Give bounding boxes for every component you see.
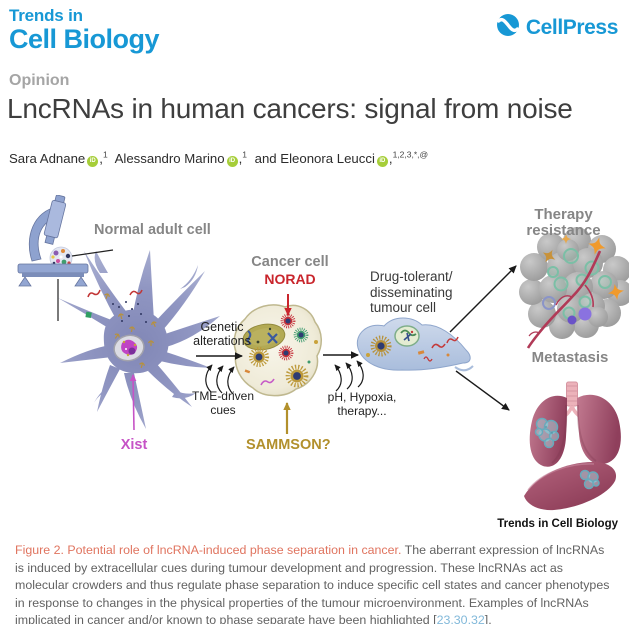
xist-arrow <box>129 374 137 431</box>
figure-illustration <box>17 195 629 511</box>
figure-caption: Figure 2. Potential role of lncRNA-induc… <box>15 542 615 624</box>
label-norad: NORAD <box>264 271 316 287</box>
author: and Eleonora Leucci,1,2,3,*,@ <box>255 150 429 167</box>
label-tme-driven-cues: TME-driven cues <box>191 389 254 417</box>
caption-citation-links[interactable]: 23,30,32 <box>436 613 485 624</box>
figure-2: Normal adult cell Cancer cell NORAD Gene… <box>0 195 629 541</box>
figure-credit: Trends in Cell Biology <box>497 518 618 530</box>
author-affiliation: 1,2,3,*,@ <box>392 150 429 160</box>
article-category: Opinion <box>9 72 70 89</box>
journal-name-line2: Cell Biology <box>9 23 160 54</box>
normal-cell-illustration <box>58 250 220 429</box>
label-drug-tolerant-cell: Drug-tolerant/ disseminating tumour cell <box>370 269 453 315</box>
disseminating-cell-illustration <box>356 317 474 372</box>
author-affiliation: 1 <box>242 150 247 160</box>
publisher-logo: CellPress <box>495 12 618 43</box>
label-cancer-cell: Cancer cell <box>251 254 329 270</box>
cellpress-logo-icon <box>495 12 521 43</box>
orcid-icon[interactable] <box>87 155 99 167</box>
flow-arrows <box>129 265 517 434</box>
author-line: Sara Adnane,1 Alessandro Marino,1 and El… <box>9 150 432 167</box>
tumor-spheroid-illustration <box>519 227 629 349</box>
lungs-illustration <box>529 381 621 467</box>
microscope-icon <box>17 195 89 287</box>
label-xist: Xist <box>120 437 148 453</box>
caption-figure-label: Figure 2. Potential role of lncRNA-induc… <box>15 543 402 557</box>
author-affiliation: 1 <box>102 150 108 160</box>
label-ph-hypoxia-therapy: pH, Hypoxia, therapy... <box>327 390 397 418</box>
label-metastasis: Metastasis <box>531 349 609 366</box>
author: Sara Adnane,1 <box>9 150 108 167</box>
label-genetic-alterations: Genetic alterations <box>193 320 251 348</box>
article-title: LncRNAs in human cancers: signal from no… <box>7 93 573 124</box>
label-sammson: SAMMSON? <box>246 437 331 453</box>
publisher-name: CellPress <box>525 15 619 39</box>
orcid-icon[interactable] <box>376 155 388 167</box>
author: Alessandro Marino,1 <box>115 150 247 167</box>
caption-closing: ]. <box>484 613 492 624</box>
liver-illustration <box>524 461 617 511</box>
cancer-cell-illustration <box>233 304 322 397</box>
callout-lines <box>57 249 114 321</box>
caption-body: The aberrant expression of lncRNAs is in… <box>15 543 610 624</box>
tme-wavy-arrows <box>205 364 235 395</box>
label-therapy-resistance: Therapy resistance <box>526 206 601 240</box>
stress-wavy-arrows <box>334 360 364 392</box>
orcid-icon[interactable] <box>226 155 238 167</box>
journal-name-line1: Trends in <box>9 6 83 25</box>
journal-masthead: Trends in Cell Biology <box>9 6 160 54</box>
label-normal-adult-cell: Normal adult cell <box>94 222 211 238</box>
